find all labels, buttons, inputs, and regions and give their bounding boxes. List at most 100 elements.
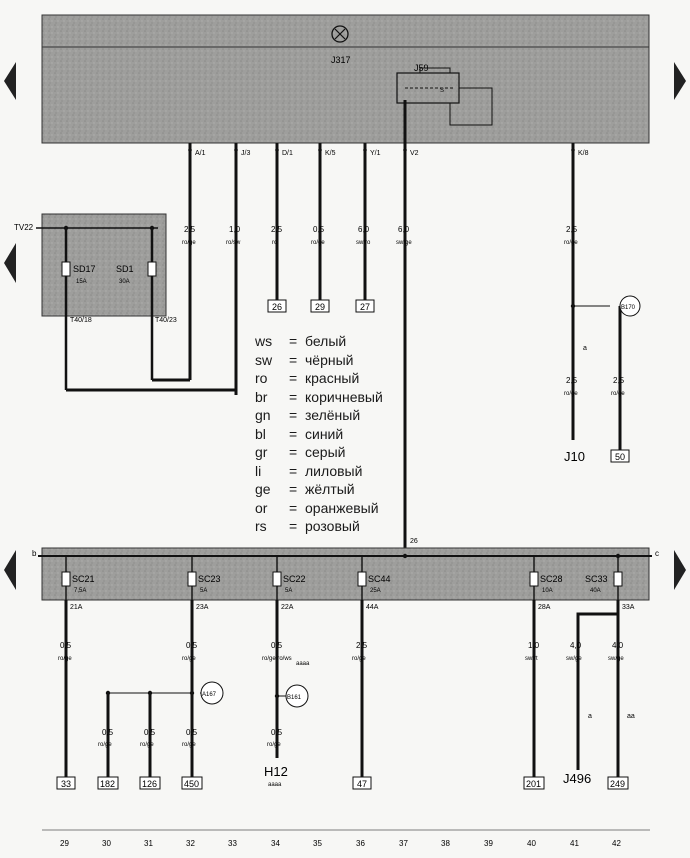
gauge-w34a: 0,5 bbox=[271, 641, 283, 650]
legend-name: зелёный bbox=[305, 407, 361, 423]
wire-42-mark: aa bbox=[627, 713, 635, 720]
ref-box-249-label: 249 bbox=[610, 779, 625, 789]
legend-eq: = bbox=[289, 499, 298, 516]
legend-eq: = bbox=[289, 407, 298, 423]
col-38: 38 bbox=[441, 839, 450, 848]
nav-arrow-left-2-icon bbox=[4, 243, 16, 283]
ref-box-47 bbox=[352, 776, 372, 790]
col-37: 37 bbox=[399, 839, 408, 848]
relay-block-name: J317 bbox=[331, 55, 351, 65]
ref-box-26 bbox=[267, 299, 287, 313]
color-w31: ro/ge bbox=[140, 742, 154, 748]
color-d1: ro bbox=[272, 240, 278, 246]
ref-box-33-label: 33 bbox=[61, 779, 71, 789]
legend-code: ro bbox=[255, 370, 268, 386]
fuse-sc44-rating: 25A bbox=[370, 588, 381, 594]
legend-name: чёрный bbox=[305, 351, 354, 368]
nav-arrow-left-3-icon bbox=[4, 550, 16, 590]
legend-code: br bbox=[255, 388, 268, 405]
wire-34-mark: aaaa bbox=[296, 661, 310, 667]
top-wires: A/1 2,5 ro/ge J/3 1,0 ro/sw D/1 2,5 ro K… bbox=[182, 100, 589, 556]
fuse-sc44: SC44 25A 44A bbox=[357, 556, 391, 611]
legend-name: лиловый bbox=[305, 462, 363, 479]
ref-box-27 bbox=[355, 299, 375, 313]
legend-code: bl bbox=[255, 425, 266, 442]
ref-box-182 bbox=[97, 776, 119, 790]
ref-box-27-label: 27 bbox=[360, 302, 370, 312]
legend-code: gr bbox=[255, 444, 268, 460]
legend-row-ro: ro=красный bbox=[255, 369, 425, 388]
color-k5: ro/ge bbox=[311, 240, 325, 246]
wire-41-mark: a bbox=[588, 713, 592, 720]
gauge-w36: 2,5 bbox=[356, 641, 368, 650]
gauge-w41: 4,0 bbox=[570, 641, 582, 650]
legend-code: rs bbox=[255, 518, 267, 534]
legend-code: ge bbox=[255, 481, 271, 497]
ref-box-249 bbox=[607, 776, 629, 790]
gauge-d1: 2,5 bbox=[271, 225, 283, 234]
color-k8: ro/ge bbox=[564, 240, 578, 246]
feed-pin-26: 26 bbox=[410, 538, 418, 545]
color-w32a: ro/ge bbox=[182, 656, 196, 662]
legend-code: li bbox=[255, 462, 262, 479]
pin-k5-label: K/5 bbox=[325, 150, 336, 157]
fuse-sc22-rating: 5A bbox=[285, 588, 292, 594]
gauge-w32a: 0,5 bbox=[186, 641, 198, 650]
ref-box-450-label: 450 bbox=[184, 779, 199, 789]
wire-k8: K/8 2,5 ro/ge bbox=[564, 143, 589, 440]
fuse-sc21-label: SC21 bbox=[72, 574, 95, 584]
ref-box-201 bbox=[523, 776, 545, 790]
legend-name: оранжевый bbox=[305, 499, 379, 516]
legend-name: синий bbox=[305, 425, 344, 442]
fuse-sc28-pin: 28A bbox=[538, 604, 551, 611]
wsp-a167-label: A167 bbox=[202, 692, 217, 698]
legend-eq: = bbox=[289, 518, 298, 534]
legend-eq: = bbox=[289, 370, 298, 386]
color-v2: sw/ge bbox=[396, 240, 412, 246]
legend-code: or bbox=[255, 499, 268, 516]
legend-row-rs: rs = розовый bbox=[255, 517, 425, 536]
bottom-wires: 0,5 ro/ge 33 A167 0,5 ro/ge 182 0,5 ro/g… bbox=[56, 600, 635, 790]
fuse-sc22-pin: 22A bbox=[281, 604, 294, 611]
gauge-y1: 6,0 bbox=[358, 225, 370, 234]
col-40: 40 bbox=[527, 839, 536, 848]
ref-box-33 bbox=[56, 776, 76, 790]
legend-eq: = bbox=[289, 388, 298, 405]
ref-box-50-label: 50 bbox=[615, 452, 625, 462]
fuse-sd17-label: SD17 bbox=[73, 264, 96, 274]
col-34: 34 bbox=[271, 839, 280, 848]
color-legend: ws=белый sw=чёрный ro=красный br=коричне… bbox=[255, 332, 425, 536]
gauge-w42: 4,0 bbox=[612, 641, 624, 650]
legend-name: розовый bbox=[305, 518, 360, 534]
pin-d1-label: D/1 bbox=[282, 150, 293, 157]
col-39: 39 bbox=[484, 839, 493, 848]
ref-box-26-label: 26 bbox=[272, 302, 282, 312]
nav-arrow-left-1-icon bbox=[4, 62, 16, 100]
wire-j3: J/3 1,0 ro/sw bbox=[226, 143, 250, 395]
gauge-w30: 0,5 bbox=[102, 728, 114, 737]
terminal-t40-23: T40/23 bbox=[155, 317, 177, 324]
legend-row-sw: sw=чёрный bbox=[255, 351, 425, 370]
wsp-b161-icon bbox=[285, 684, 309, 708]
fuse-sc21-pin: 21A bbox=[70, 604, 83, 611]
legend-name: серый bbox=[305, 444, 346, 460]
color-w30: ro/ge bbox=[98, 742, 112, 748]
color-w29: ro/ge bbox=[58, 656, 72, 662]
legend-row-or: or = оранжевый bbox=[255, 499, 425, 518]
wsp-b170-gauge-b: 2,5 bbox=[613, 376, 625, 385]
color-w41: sw/ge bbox=[566, 656, 582, 662]
wsp-b170-mark: a bbox=[583, 345, 587, 352]
legend-code: ws bbox=[255, 333, 273, 349]
fuse-sc28-label: SC28 bbox=[540, 574, 563, 584]
pin-v2-label: V2 bbox=[410, 150, 419, 157]
fuse-sd1-label: SD1 bbox=[116, 264, 134, 274]
fuse-sc22-label: SC22 bbox=[283, 574, 306, 584]
col-42: 42 bbox=[612, 839, 621, 848]
terminal-t40-18: T40/18 bbox=[70, 317, 92, 324]
color-w32b: ro/ge bbox=[182, 742, 196, 748]
wsp-b170-color-a: ro/ge bbox=[564, 391, 578, 397]
fuse-sc44-label: SC44 bbox=[368, 574, 391, 584]
fuse-sc23-rating: 5A bbox=[200, 588, 207, 594]
fuse-sc23-label: SC23 bbox=[198, 574, 221, 584]
